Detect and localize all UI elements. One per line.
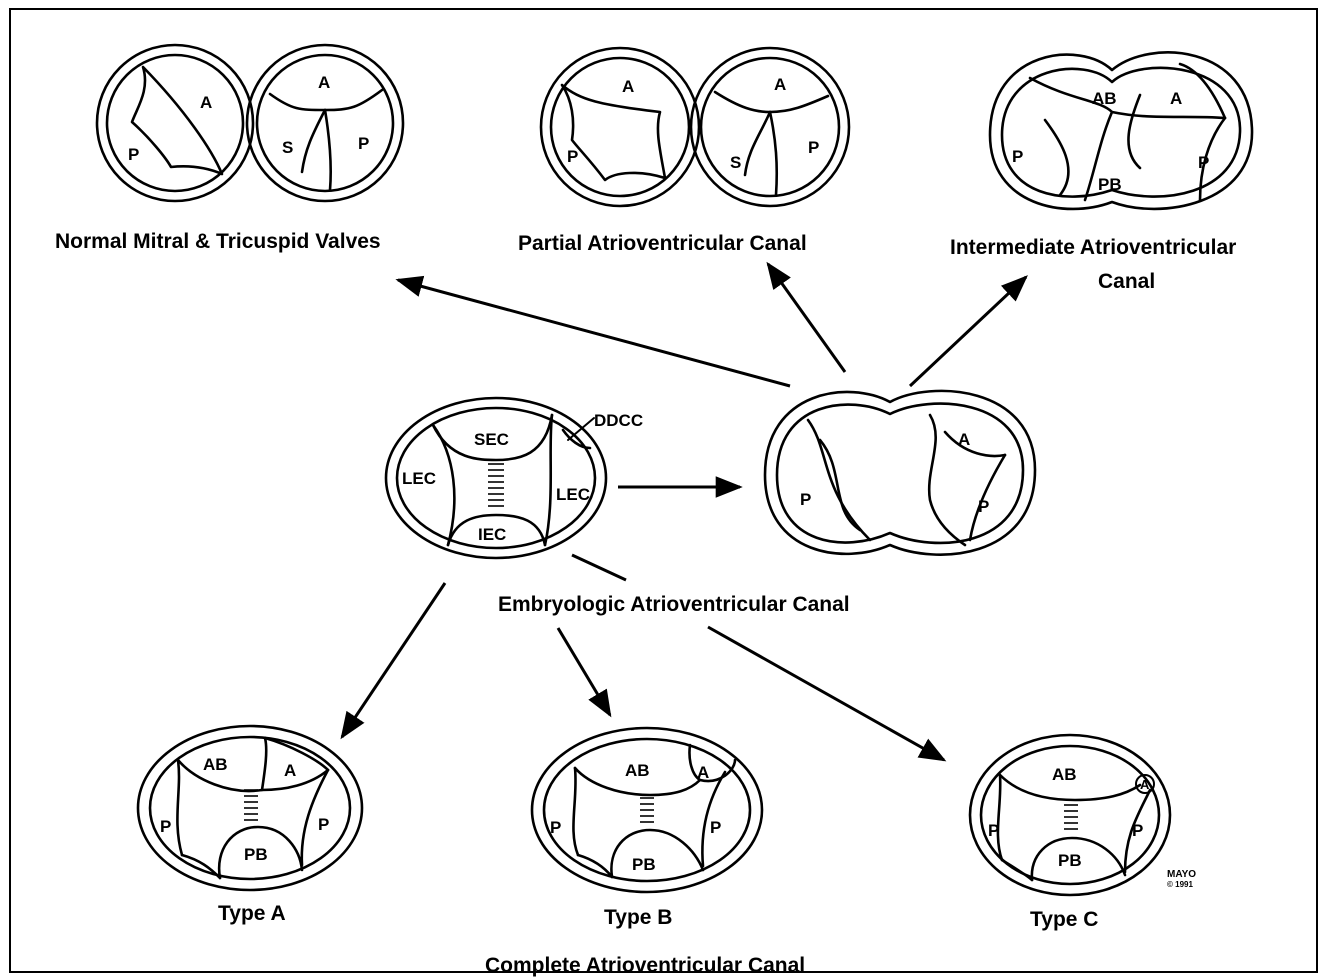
complete-canal-caption: Complete Atrioventricular Canal (485, 954, 805, 977)
left-lec-label: LEC (402, 469, 436, 488)
normal-tricuspid-s-label: S (282, 138, 293, 157)
ddcc-label: DDCC (594, 411, 643, 430)
arrows (342, 264, 1026, 760)
embryologic-left-p-label: P (800, 490, 811, 509)
partial-mitral-p-label: P (567, 147, 578, 166)
right-lec-label: LEC (556, 485, 590, 504)
type-c-a-label: A (1140, 777, 1150, 792)
intermediate-left-p-label: P (1012, 147, 1023, 166)
type-a-right-p-label: P (318, 815, 329, 834)
intermediate-pb-label: PB (1098, 175, 1122, 194)
partial-canal-figure (541, 48, 849, 206)
arrow-to-partial (768, 264, 845, 372)
credit-line1: MAYO (1167, 869, 1196, 880)
type-a-ab-label: AB (203, 755, 228, 774)
normal-mitral-a-label: A (200, 93, 212, 112)
embryologic-right-p-label: P (978, 497, 989, 516)
type-b-right-p-label: P (710, 818, 721, 837)
intermediate-ab-label: AB (1092, 89, 1117, 108)
type-a-left-p-label: P (160, 817, 171, 836)
type-c-ab-label: AB (1052, 765, 1077, 784)
type-c-left-p-label: P (988, 821, 999, 840)
normal-valves-figure (97, 45, 403, 201)
iec-label: IEC (478, 525, 506, 544)
partial-tricuspid-p-label: P (808, 138, 819, 157)
embryologic-canal-developed-figure (765, 391, 1035, 555)
type-a-caption: Type A (218, 902, 286, 925)
embryologic-right-a-label: A (958, 430, 970, 449)
arrow-to-normal (398, 280, 790, 386)
figure-frame (10, 9, 1317, 972)
partial-canal-caption: Partial Atrioventricular Canal (518, 232, 807, 255)
type-b-a-label: A (697, 763, 709, 782)
arrow-to-type-a (342, 583, 445, 737)
arrow-to-type-c (708, 627, 944, 760)
type-b-ab-label: AB (625, 761, 650, 780)
type-c-figure (970, 735, 1170, 895)
type-c-pb-label: PB (1058, 851, 1082, 870)
type-b-pb-label: PB (632, 855, 656, 874)
type-a-a-label: A (284, 761, 296, 780)
normal-tricuspid-a-label: A (318, 73, 330, 92)
partial-mitral-a-label: A (622, 77, 634, 96)
normal-valves-caption: Normal Mitral & Tricuspid Valves (55, 230, 381, 253)
normal-mitral-p-label: P (128, 145, 139, 164)
intermediate-a-label: A (1170, 89, 1182, 108)
partial-tricuspid-a-label: A (774, 75, 786, 94)
sec-label: SEC (474, 430, 509, 449)
intermediate-canal-caption-line1: Intermediate Atrioventricular (950, 236, 1236, 259)
arrow-to-intermediate (910, 277, 1026, 386)
normal-tricuspid-p-label: P (358, 134, 369, 153)
intermediate-canal-caption-line2: Canal (1098, 270, 1155, 293)
embryologic-canal-caption: Embryologic Atrioventricular Canal (498, 593, 850, 616)
type-a-figure (138, 726, 362, 890)
type-c-caption: Type C (1030, 908, 1098, 931)
intermediate-right-p-label: P (1198, 153, 1209, 172)
type-c-right-p-label: P (1132, 821, 1143, 840)
arrow-to-type-b (558, 628, 610, 715)
partial-tricuspid-s-label: S (730, 153, 741, 172)
connector-line (572, 555, 626, 580)
credit-line2: © 1991 (1167, 880, 1193, 889)
type-b-caption: Type B (604, 906, 672, 929)
type-b-left-p-label: P (550, 818, 561, 837)
type-a-pb-label: PB (244, 845, 268, 864)
